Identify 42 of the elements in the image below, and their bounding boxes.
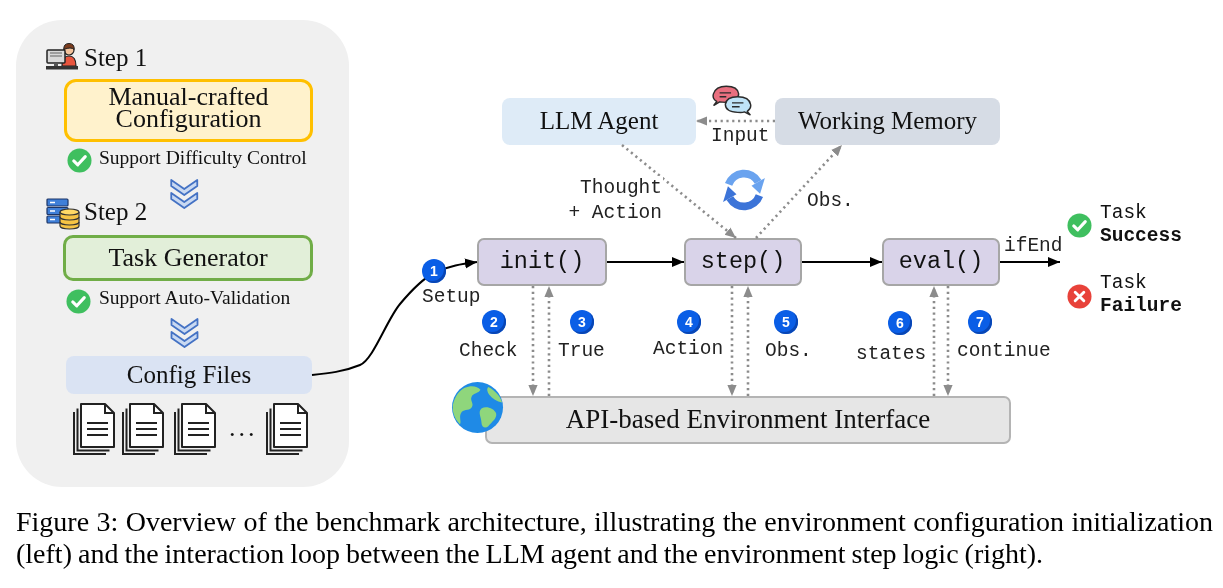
dotted-arrow (755, 144, 843, 239)
callout-number: 3 (570, 310, 594, 334)
dotted-arrow (743, 286, 753, 396)
dotted-arrow (544, 286, 554, 396)
config-box: Manual-crafted Configuration (64, 79, 313, 142)
generator-box: Task Generator (63, 235, 313, 281)
edge-label: Input (710, 125, 771, 147)
status-text: Task Success (1100, 202, 1183, 248)
feature-note: Support Auto-Validation (99, 287, 291, 309)
files-box: Config Files (66, 356, 312, 394)
arrow (999, 256, 1061, 268)
callout-number: 5 (774, 310, 798, 334)
arrow (801, 256, 883, 268)
function-box: init() (477, 238, 607, 286)
function-box: step() (684, 238, 802, 286)
step-heading: Step 1 (84, 43, 148, 72)
curved-arrow (311, 258, 478, 376)
step-heading: Step 2 (84, 197, 148, 226)
agent-box: LLM Agent (502, 98, 696, 145)
edge-label: Setup (421, 286, 482, 308)
caption: Figure 3: Overview of the benchmark architecture, illustrating the environment configuration initialization (left) and the interaction loop between the LLM agent and the environment step logic (right). (16, 506, 1213, 570)
config-panel (16, 20, 349, 487)
chevron-arrow (170, 318, 199, 348)
callout-number: 6 (888, 311, 912, 335)
memory-box: Working Memory (775, 98, 1000, 145)
chevron-arrow (170, 179, 199, 209)
interface-box: API-based Environment Interface (485, 396, 1011, 444)
dotted-arrow (727, 286, 737, 396)
callout-number: 7 (968, 310, 992, 334)
dotted-arrow (929, 286, 939, 396)
dotted-arrow (943, 286, 953, 396)
dotted-arrow (528, 286, 538, 396)
dotted-arrow (696, 116, 775, 126)
callout-number: 2 (482, 310, 506, 334)
status-text: Task Failure (1100, 272, 1183, 318)
ellipsis: ... (229, 413, 258, 443)
feature-note: Support Difficulty Control (99, 147, 307, 169)
arrow (606, 256, 685, 268)
dotted-arrow (621, 144, 737, 239)
function-box: eval() (882, 238, 1000, 286)
callout-number: 4 (677, 310, 701, 334)
callout-number: 1 (422, 259, 446, 283)
